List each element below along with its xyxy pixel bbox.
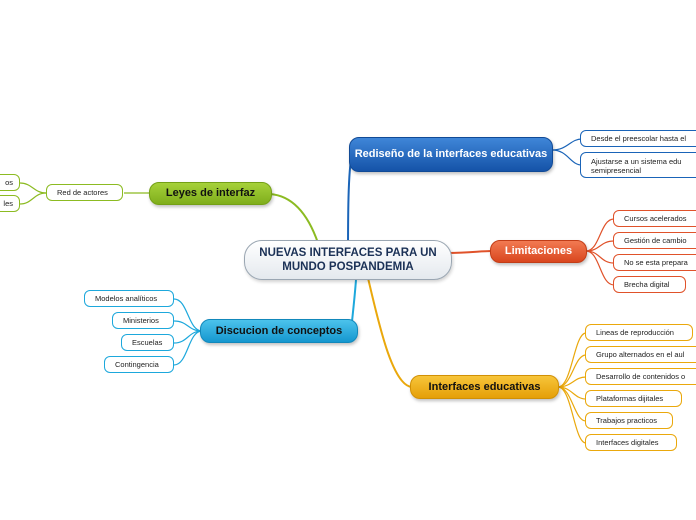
topic-interfaces-educativas[interactable]: Interfaces educativas bbox=[410, 375, 559, 399]
subtopic-limitaciones-2[interactable]: Gestión de cambio bbox=[613, 232, 696, 249]
central-topic-label: NUEVAS INTERFACES PARA UN MUNDO POSPANDE… bbox=[259, 247, 437, 273]
subtopic-leyes-1a[interactable]: os bbox=[0, 174, 20, 191]
subtopic-interfaces-5[interactable]: Trabajos practicos bbox=[585, 412, 673, 429]
subtopic-interfaces-6[interactable]: Interfaces digitales bbox=[585, 434, 677, 451]
subtopic-limitaciones-3[interactable]: No se esta prepara bbox=[613, 254, 696, 271]
subtopic-discucion-2[interactable]: Ministerios bbox=[112, 312, 174, 329]
subtopic-discucion-1[interactable]: Modelos analíticos bbox=[84, 290, 174, 307]
topic-discucion-label: Discucion de conceptos bbox=[215, 324, 343, 337]
subtopic-discucion-3[interactable]: Escuelas bbox=[121, 334, 174, 351]
subtopic-interfaces-1[interactable]: Lineas de reproducción bbox=[585, 324, 693, 341]
subtopic-leyes-1[interactable]: Red de actores bbox=[46, 184, 123, 201]
topic-redisenio-label: Rediseño de la interfaces educativas bbox=[354, 148, 548, 160]
topic-leyes[interactable]: Leyes de interfaz bbox=[149, 182, 272, 205]
subtopic-interfaces-4[interactable]: Plataformas dijitales bbox=[585, 390, 682, 407]
topic-redisenio[interactable]: Rediseño de la interfaces educativas bbox=[349, 137, 553, 172]
subtopic-leyes-1b[interactable]: les bbox=[0, 195, 20, 212]
subtopic-discucion-4[interactable]: Contingencia bbox=[104, 356, 174, 373]
subtopic-interfaces-3[interactable]: Desarrollo de contenidos o bbox=[585, 368, 696, 385]
subtopic-limitaciones-1[interactable]: Cursos acelerados bbox=[613, 210, 696, 227]
subtopic-limitaciones-4[interactable]: Brecha digital bbox=[613, 276, 686, 293]
central-topic[interactable]: NUEVAS INTERFACES PARA UN MUNDO POSPANDE… bbox=[244, 240, 452, 280]
topic-limitaciones-label: Limitaciones bbox=[504, 245, 573, 257]
topic-discucion[interactable]: Discucion de conceptos bbox=[200, 319, 358, 343]
topic-leyes-label: Leyes de interfaz bbox=[165, 187, 256, 199]
subtopic-interfaces-2[interactable]: Grupo alternados en el aul bbox=[585, 346, 696, 363]
topic-interfaces-educativas-label: Interfaces educativas bbox=[428, 380, 541, 393]
topic-limitaciones[interactable]: Limitaciones bbox=[490, 240, 587, 263]
subtopic-redisenio-2[interactable]: Ajustarse a un sistema edu semipresencia… bbox=[580, 152, 696, 178]
subtopic-redisenio-1[interactable]: Desde el preescolar hasta el bbox=[580, 130, 696, 147]
